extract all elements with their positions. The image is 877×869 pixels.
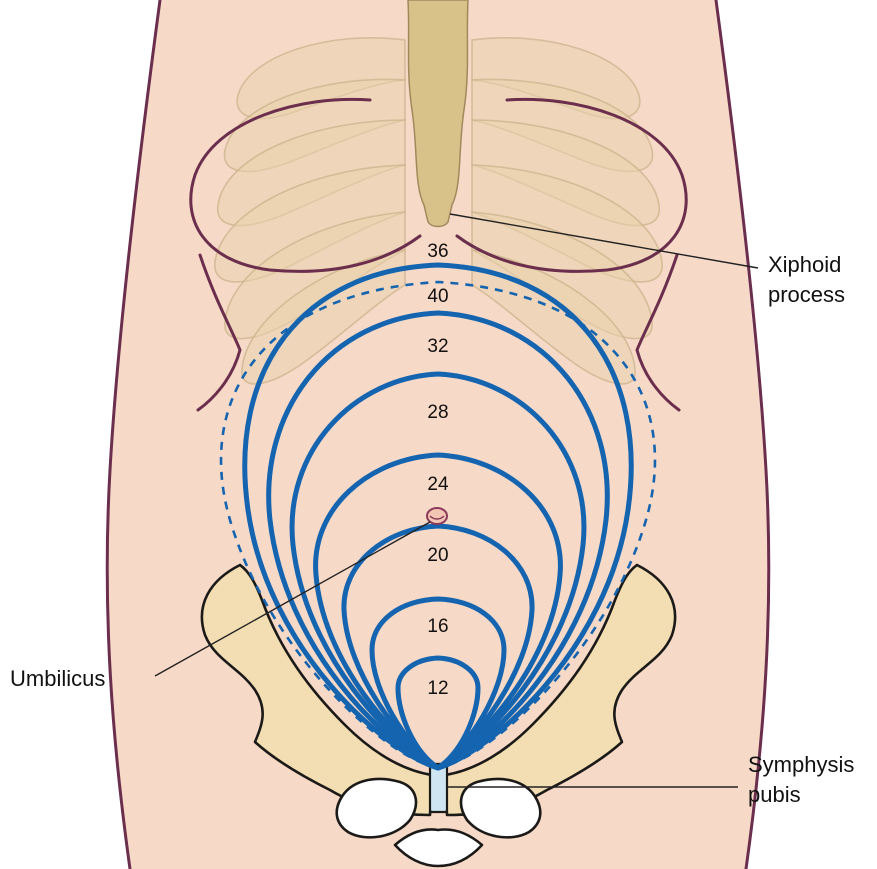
symphysis-label-line1: Symphysis <box>748 752 854 777</box>
week-label-12: 12 <box>427 678 448 699</box>
week-label-28: 28 <box>427 402 448 423</box>
week-label-16: 16 <box>427 616 448 637</box>
symphysis-pubis-cartilage <box>430 764 447 812</box>
week-label-24: 24 <box>427 474 449 495</box>
xiphoid-label-line2: process <box>768 282 845 307</box>
week-label-36: 36 <box>427 241 448 262</box>
umbilicus-label: Umbilicus <box>10 666 105 691</box>
week-label-40: 40 <box>427 286 448 307</box>
week-label-20: 20 <box>427 545 448 566</box>
xiphoid-label-line1: Xiphoid <box>768 252 841 277</box>
umbilicus-icon <box>427 508 447 524</box>
week-label-32: 32 <box>427 336 448 357</box>
symphysis-label-line2: pubis <box>748 782 801 807</box>
